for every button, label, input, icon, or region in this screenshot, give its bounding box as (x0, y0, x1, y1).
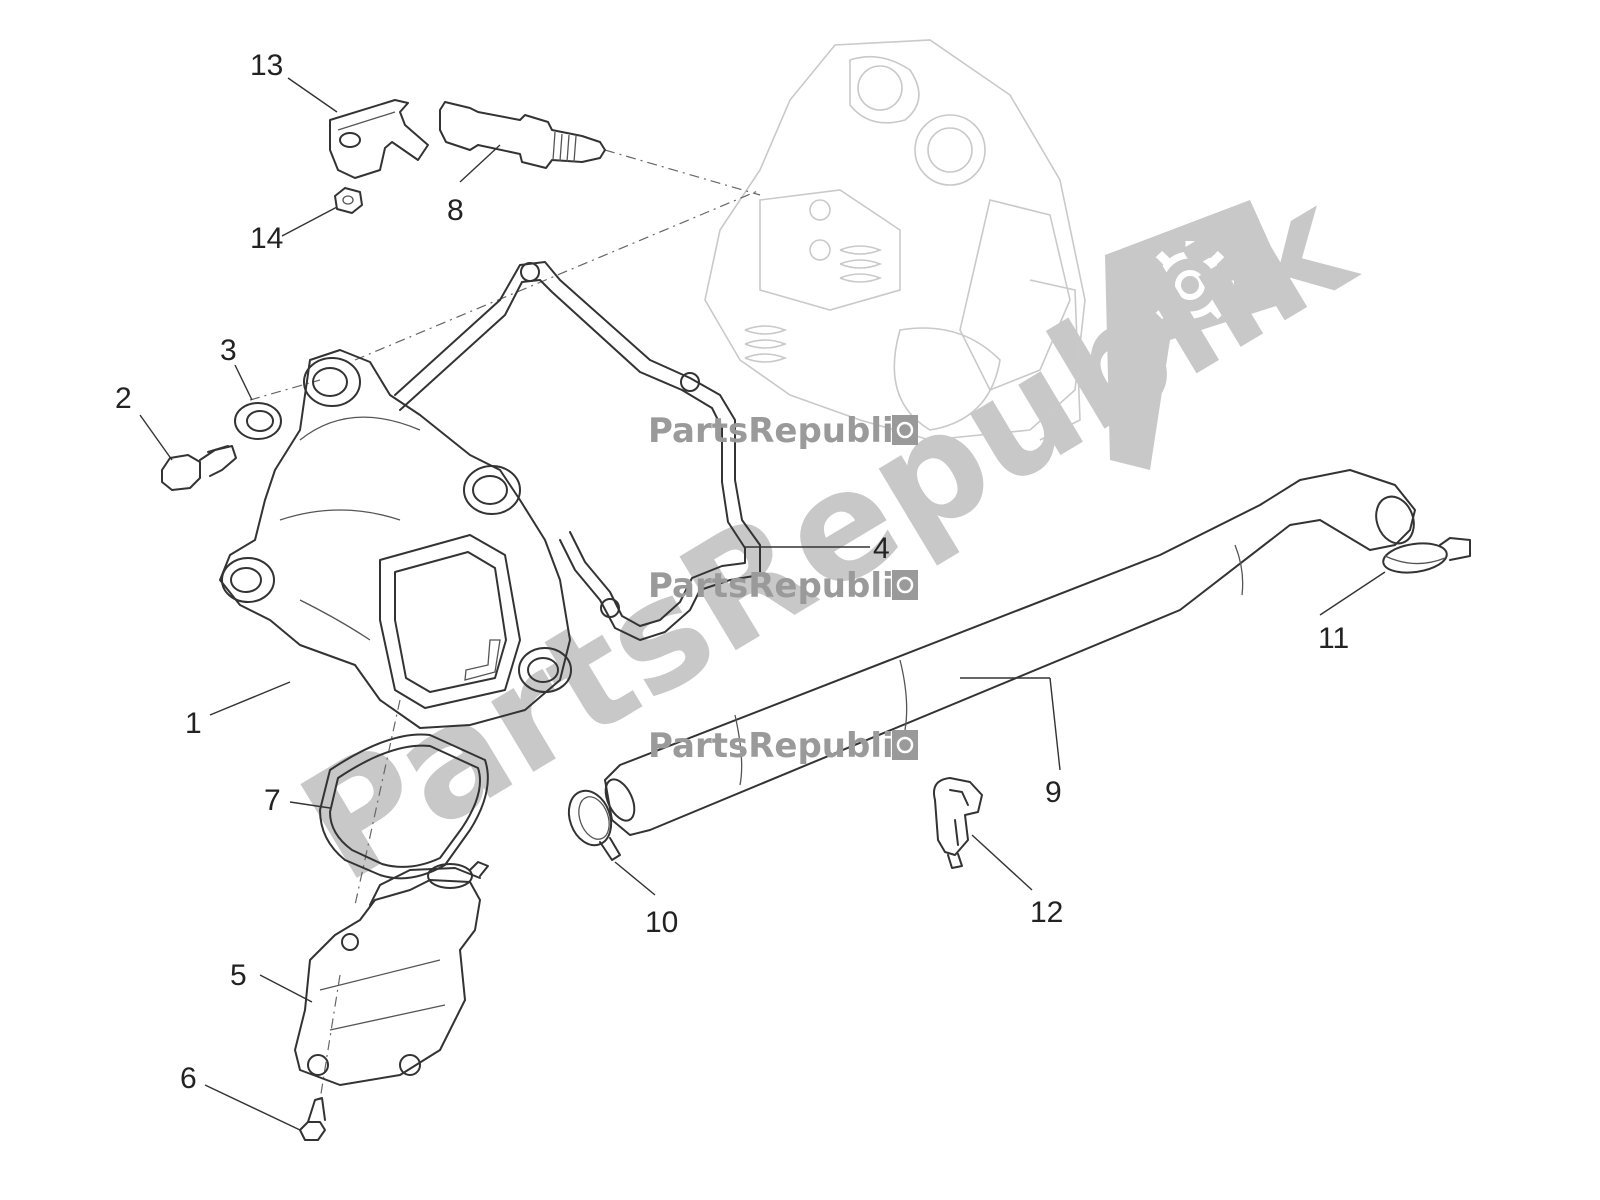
callout-10: 10 (645, 906, 678, 939)
callout-7: 7 (264, 784, 281, 817)
clamp-part-11 (1382, 537, 1471, 574)
callout-8: 8 (447, 194, 464, 227)
watermark-small-3: PartsRepublik (648, 726, 918, 766)
hose-part-9 (604, 469, 1416, 836)
callout-2: 2 (115, 382, 132, 415)
flag-logo-icon (1105, 200, 1295, 470)
bracket-part-13 (329, 99, 429, 179)
watermark-small-2: PartsRepublik (648, 566, 918, 606)
callout-5: 5 (230, 959, 247, 992)
leader-lines (139, 77, 1386, 1131)
svg-text:PartsRepublik: PartsRepublik (648, 566, 918, 606)
gasket-part-4 (394, 261, 761, 641)
callout-11: 11 (1318, 622, 1349, 655)
watermark-small-1: PartsRepublik (648, 411, 918, 451)
gasket-part-7 (319, 733, 489, 880)
clip-part-12 (933, 777, 983, 869)
svg-text:PartsRepublik: PartsRepublik (648, 411, 918, 451)
callout-12: 12 (1030, 896, 1063, 929)
callout-4: 4 (873, 532, 890, 565)
spark-plug-part-8 (439, 101, 606, 169)
callout-labels: 1 2 3 4 5 6 7 8 9 10 11 12 13 14 (115, 49, 1349, 1095)
nut-part-14 (334, 187, 363, 214)
watermark-logo-icon (1105, 200, 1295, 470)
bolt-part-2 (161, 445, 237, 491)
callout-14: 14 (250, 222, 283, 255)
gear-icon (1146, 241, 1234, 329)
breather-cover-part-5 (294, 861, 489, 1086)
callout-6: 6 (180, 1062, 197, 1095)
watermark-large: PartsRepublik (274, 156, 1381, 916)
callout-9: 9 (1045, 776, 1062, 809)
cylinder-head-ghost (704, 39, 1086, 441)
callout-13: 13 (250, 49, 283, 82)
head-cover-part-1 (219, 349, 572, 729)
washer-part-3 (234, 402, 282, 440)
clamp-part-10 (567, 789, 621, 861)
svg-text:PartsRepublik: PartsRepublik (648, 726, 918, 766)
screw-part-6 (299, 1097, 326, 1141)
callout-3: 3 (220, 334, 237, 367)
callout-1: 1 (185, 707, 202, 740)
